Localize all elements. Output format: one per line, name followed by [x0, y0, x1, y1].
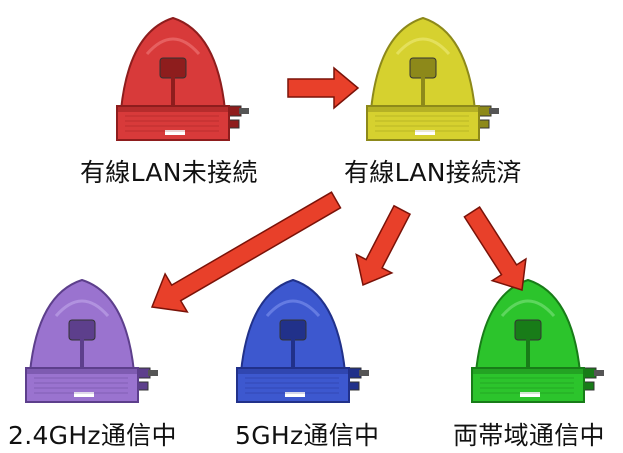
state-label-yellow: 有線LAN接続済 — [344, 158, 522, 187]
router-device-blue — [236, 278, 369, 403]
arrow-red-to-yellow — [287, 66, 360, 110]
state-label-green: 両帯域通信中 — [453, 421, 605, 450]
state-label-blue: 5GHz通信中 — [235, 421, 380, 450]
state-label-red: 有線LAN未接続 — [80, 158, 258, 187]
router-device-red — [116, 16, 249, 141]
router-device-green — [471, 278, 604, 403]
router-device-purple — [25, 278, 158, 403]
router-device-yellow — [366, 16, 499, 141]
arrow-yellow-to-blue — [355, 204, 412, 287]
state-label-purple: 2.4GHz通信中 — [8, 421, 177, 450]
